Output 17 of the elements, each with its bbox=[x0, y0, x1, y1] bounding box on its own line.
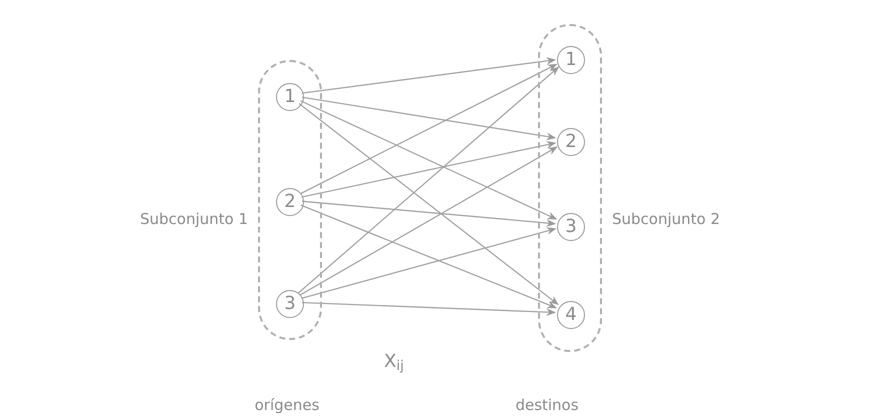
arrow bbox=[300, 146, 558, 296]
arrow bbox=[298, 66, 560, 294]
group-caption: destinos bbox=[514, 395, 580, 416]
arrow bbox=[300, 204, 557, 308]
arrow bbox=[300, 100, 558, 220]
subset-label: Subconjunto 2 bbox=[612, 209, 722, 230]
arrow bbox=[301, 227, 556, 299]
arrow bbox=[302, 57, 556, 94]
variable-label: X$_{ij}$ bbox=[384, 350, 404, 375]
group-caption: orígenes bbox=[254, 395, 320, 416]
arrow bbox=[302, 96, 556, 140]
arrow bbox=[298, 103, 559, 305]
arrow bbox=[302, 302, 556, 316]
arrow bbox=[302, 140, 556, 198]
subset-label: Subconjunto 1 bbox=[140, 209, 250, 230]
arrow bbox=[302, 200, 556, 227]
arrow bbox=[300, 64, 558, 194]
